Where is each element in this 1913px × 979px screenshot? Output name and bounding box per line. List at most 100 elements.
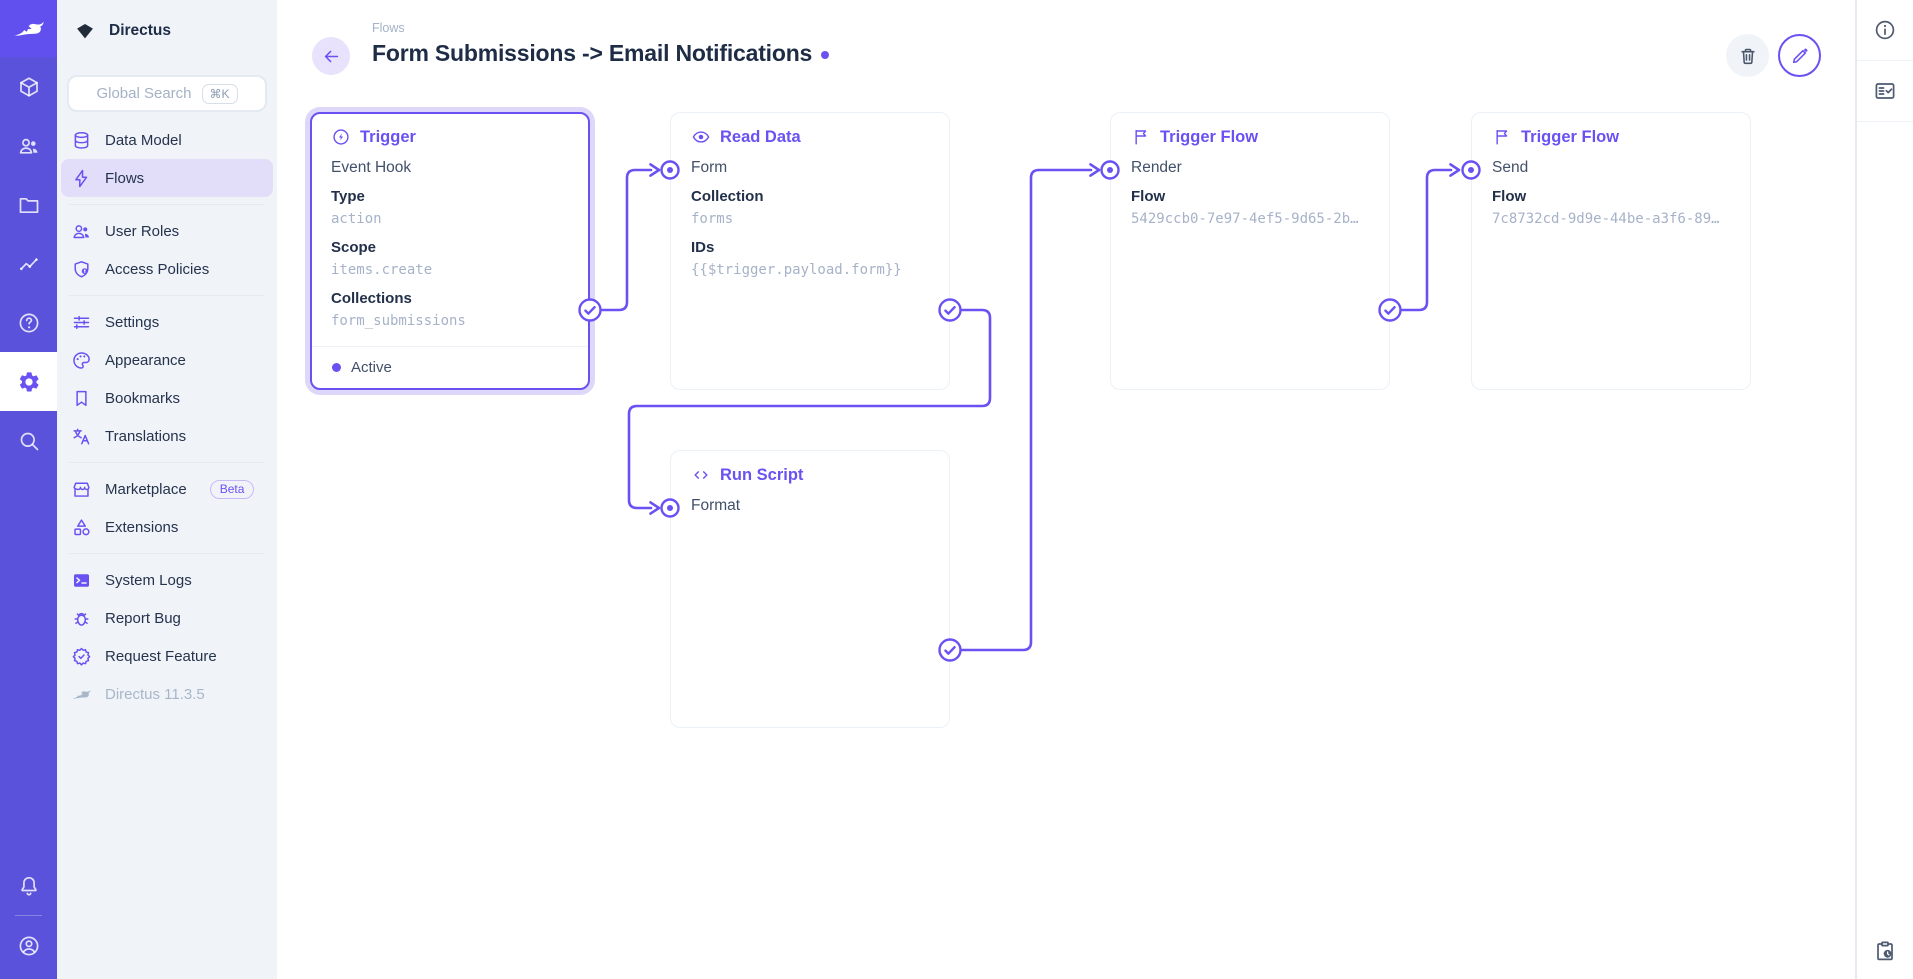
flow-node-field: IDs {{$trigger.payload.form}} bbox=[691, 237, 929, 281]
module-settings[interactable] bbox=[0, 352, 57, 411]
field-value: action bbox=[331, 211, 382, 227]
right-sidebar bbox=[1855, 0, 1913, 979]
module-bar-modules bbox=[0, 57, 57, 470]
flow-node-type: Read Data bbox=[720, 127, 801, 146]
database-icon bbox=[74, 131, 89, 149]
info-icon bbox=[1875, 20, 1895, 40]
output-port[interactable] bbox=[938, 638, 962, 662]
field-label: IDs bbox=[691, 239, 715, 256]
field-label: Collection bbox=[691, 188, 764, 205]
module-content[interactable] bbox=[0, 57, 57, 116]
insights-icon bbox=[19, 257, 38, 270]
global-search-input[interactable]: Global Search ⌘K bbox=[67, 75, 267, 112]
sidebar-item-appearance[interactable]: Appearance bbox=[61, 341, 273, 379]
nav-divider bbox=[69, 553, 265, 554]
output-port[interactable] bbox=[1378, 298, 1402, 322]
sidebar-item-label: Report Bug bbox=[105, 609, 181, 627]
input-port[interactable] bbox=[660, 160, 680, 180]
field-value: forms bbox=[691, 211, 734, 227]
sidebar-item-report-bug[interactable]: Report Bug bbox=[61, 599, 273, 637]
project-name: Directus bbox=[109, 22, 172, 39]
search-kbd-shortcut: ⌘K bbox=[201, 83, 238, 104]
directus-logo[interactable] bbox=[0, 0, 57, 57]
bell-icon bbox=[20, 876, 37, 896]
field-value: {{$trigger.payload.form}} bbox=[691, 262, 902, 278]
right-sidebar-flow-detail-button[interactable] bbox=[1857, 61, 1913, 122]
delete-flow-button[interactable] bbox=[1726, 34, 1769, 77]
clipboard-clock-icon bbox=[1877, 941, 1893, 960]
input-port[interactable] bbox=[660, 498, 680, 518]
sidebar-item-access-policies[interactable]: Access Policies bbox=[61, 250, 273, 288]
terminal-icon bbox=[73, 573, 90, 587]
sidebar-item-settings[interactable]: Settings bbox=[61, 303, 273, 341]
module-user-directory[interactable] bbox=[0, 116, 57, 175]
field-value: 7c8732cd-9d9e-44be-a3f6-89… bbox=[1492, 211, 1720, 227]
module-account[interactable] bbox=[0, 916, 57, 975]
sidebar-item-data-model[interactable]: Data Model bbox=[61, 121, 273, 159]
module-bar-bottom bbox=[0, 856, 57, 979]
sidebar-item-translations[interactable]: Translations bbox=[61, 417, 273, 455]
right-sidebar-top bbox=[1857, 0, 1913, 122]
module-file-library[interactable] bbox=[0, 175, 57, 234]
sidebar-item-system-logs[interactable]: System Logs bbox=[61, 561, 273, 599]
sidebar-item-label: Access Policies bbox=[105, 260, 210, 278]
sidebar-item-label: Directus 11.3.5 bbox=[105, 685, 205, 703]
storefront-icon bbox=[73, 481, 90, 497]
module-documentation[interactable] bbox=[0, 293, 57, 352]
sidebar-item-label: Bookmarks bbox=[105, 389, 181, 407]
wire-arrowhead bbox=[649, 163, 661, 177]
module-notifications[interactable] bbox=[0, 856, 57, 915]
output-port[interactable] bbox=[938, 298, 962, 322]
edit-flow-button[interactable] bbox=[1778, 34, 1821, 77]
input-port[interactable] bbox=[1100, 160, 1120, 180]
sidebar-item-label: Request Feature bbox=[105, 647, 217, 665]
page-title: Form Submissions -> Email Notifications bbox=[372, 40, 813, 66]
module-bar bbox=[0, 0, 57, 979]
sidebar-item-request-feature[interactable]: Request Feature bbox=[61, 637, 273, 675]
code-icon bbox=[694, 471, 708, 479]
nav-divider bbox=[69, 295, 265, 296]
title-row: Form Submissions -> Email Notifications bbox=[372, 40, 830, 67]
back-button[interactable] bbox=[312, 37, 350, 75]
field-value: items.create bbox=[331, 262, 433, 278]
users-icon bbox=[73, 224, 90, 238]
sidebar-item-label: System Logs bbox=[105, 571, 192, 589]
module-global-search[interactable] bbox=[0, 411, 57, 470]
run-history-button[interactable] bbox=[1857, 922, 1913, 979]
fact-check-icon bbox=[1875, 83, 1895, 99]
sidebar-item-extensions[interactable]: Extensions bbox=[61, 508, 273, 546]
module-insights[interactable] bbox=[0, 234, 57, 293]
input-port[interactable] bbox=[1461, 160, 1481, 180]
bolt-circle-icon bbox=[333, 129, 349, 145]
sidebar-item-bookmarks[interactable]: Bookmarks bbox=[61, 379, 273, 417]
seal-check-icon bbox=[72, 647, 91, 666]
flow-node-type: Trigger bbox=[360, 127, 416, 146]
wire-arrowhead bbox=[649, 501, 661, 515]
flow-node-name: Event Hook bbox=[331, 159, 412, 176]
sidebar-item-label: Translations bbox=[105, 427, 187, 445]
right-sidebar-info-button[interactable] bbox=[1857, 0, 1913, 61]
sidebar-item-user-roles[interactable]: User Roles bbox=[61, 212, 273, 250]
unsaved-status-dot bbox=[821, 51, 830, 59]
search-placeholder: Global Search bbox=[96, 85, 192, 102]
flow-node-header: Read Data bbox=[691, 127, 929, 147]
flow-node-name: Format bbox=[691, 497, 741, 514]
output-port[interactable] bbox=[578, 298, 602, 322]
sidebar-item-flows[interactable]: Flows bbox=[61, 159, 273, 197]
sidebar-item-label: Flows bbox=[105, 169, 145, 187]
flag-icon bbox=[1135, 129, 1147, 145]
project-header: Directus bbox=[57, 0, 277, 62]
shield-user-icon bbox=[74, 260, 89, 278]
sidebar-item-label: User Roles bbox=[105, 222, 180, 240]
flow-node-name: Render bbox=[1131, 159, 1182, 176]
